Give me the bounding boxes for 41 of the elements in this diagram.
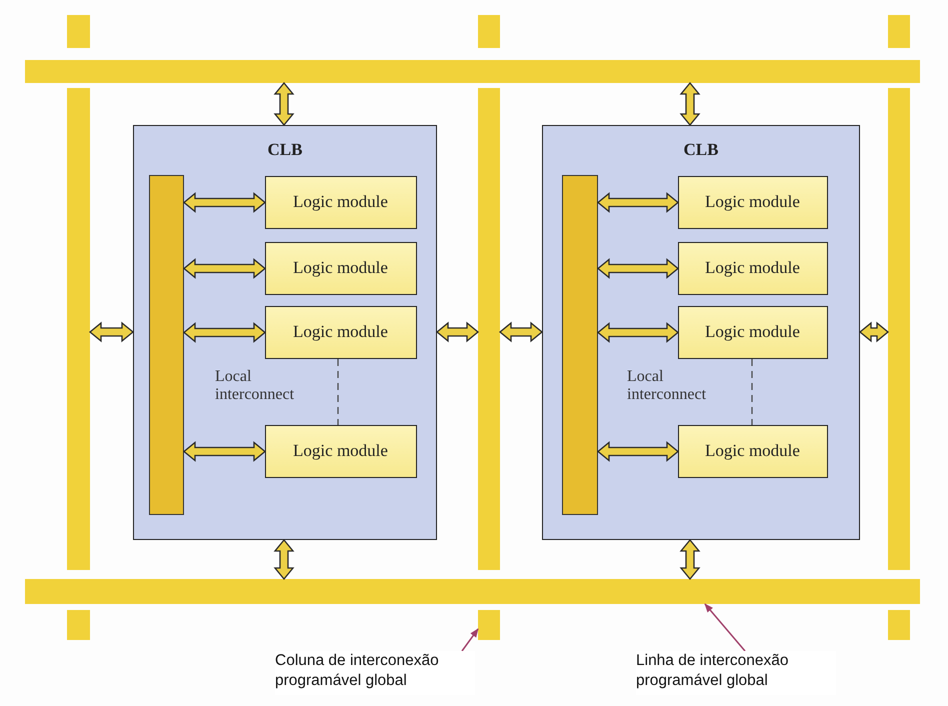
logic-module-box: Logic module: [264, 242, 416, 294]
double-arrow: [498, 322, 544, 342]
logic-module-box: Logic module: [264, 176, 416, 228]
double-arrow: [596, 258, 680, 279]
double-arrow: [596, 192, 680, 213]
interconnect-column-bar: [478, 15, 500, 640]
block-title: CLB: [682, 140, 720, 160]
double-arrow: [274, 82, 294, 126]
logic-module-box: Logic module: [678, 424, 828, 478]
interconnect-column-bar: [888, 15, 910, 640]
local-interconnect-bar: [562, 174, 598, 514]
dashed-line: [337, 359, 339, 425]
logic-module-box: Logic module: [678, 306, 828, 358]
logic-module-box: Logic module: [264, 306, 416, 358]
double-arrow: [88, 322, 134, 342]
double-arrow: [596, 322, 680, 343]
logic-module-box: Logic module: [678, 242, 828, 294]
interconnect-column-bar: [67, 15, 90, 640]
double-arrow: [182, 192, 266, 213]
double-arrow: [182, 258, 266, 279]
local-interconnect-bar: [148, 174, 184, 514]
logic-module-box: Logic module: [264, 424, 416, 478]
double-arrow: [182, 441, 266, 462]
double-arrow: [680, 538, 700, 580]
dashed-line: [751, 359, 753, 425]
interconnect-row-bar: [25, 60, 920, 83]
label-text: Local interconnect: [215, 368, 296, 405]
leader-line: [461, 628, 479, 652]
leader-line: [704, 603, 746, 652]
interconnect-row-bar: [25, 579, 920, 604]
label-text: Local interconnect: [627, 368, 708, 405]
block-title: CLB: [266, 140, 304, 160]
double-arrow: [182, 322, 266, 343]
double-arrow: [274, 538, 294, 580]
double-arrow: [436, 322, 480, 342]
double-arrow: [858, 322, 890, 342]
clb-block: [133, 125, 437, 540]
double-arrow: [680, 82, 700, 126]
logic-module-box: Logic module: [678, 176, 828, 228]
clb-block: [542, 125, 860, 540]
double-arrow: [596, 441, 680, 462]
